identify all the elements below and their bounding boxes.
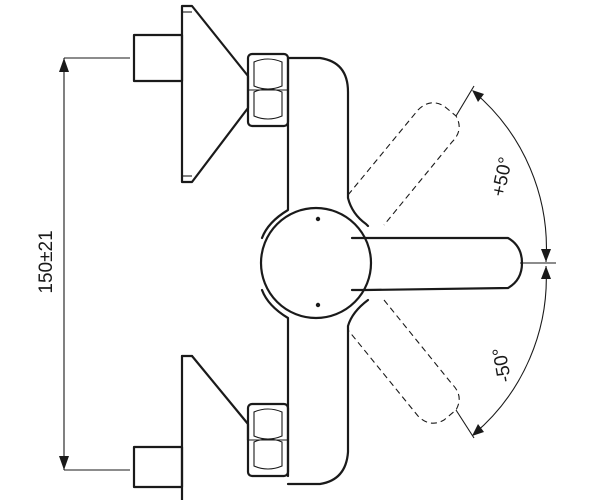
angle-down-label: -50° [489, 346, 516, 384]
top-escutcheon [180, 4, 250, 184]
lever-arm [350, 236, 524, 292]
angle-dimension: +50° -50° [455, 85, 556, 439]
top-wall-connector [132, 4, 290, 184]
angle-arc-up [473, 91, 547, 263]
arrow-up-icon [59, 58, 69, 72]
lever-position-up [347, 102, 460, 226]
bottom-wall-connector [132, 354, 290, 500]
angle-up-label: +50° [488, 155, 517, 198]
lever-position-down [347, 299, 460, 424]
lever-handle [259, 206, 524, 320]
bottom-pipe-stub [132, 445, 184, 489]
cartridge-disc [259, 206, 373, 320]
body-outline [260, 56, 370, 486]
angle-arc-down [473, 265, 547, 435]
height-dimension: 150±21 [36, 57, 130, 471]
height-dimension-label: 150±21 [36, 230, 57, 293]
bottom-escutcheon [180, 354, 250, 500]
top-pipe-stub [132, 33, 184, 83]
mixer-body [260, 56, 370, 486]
arrow-down-icon [59, 456, 69, 470]
